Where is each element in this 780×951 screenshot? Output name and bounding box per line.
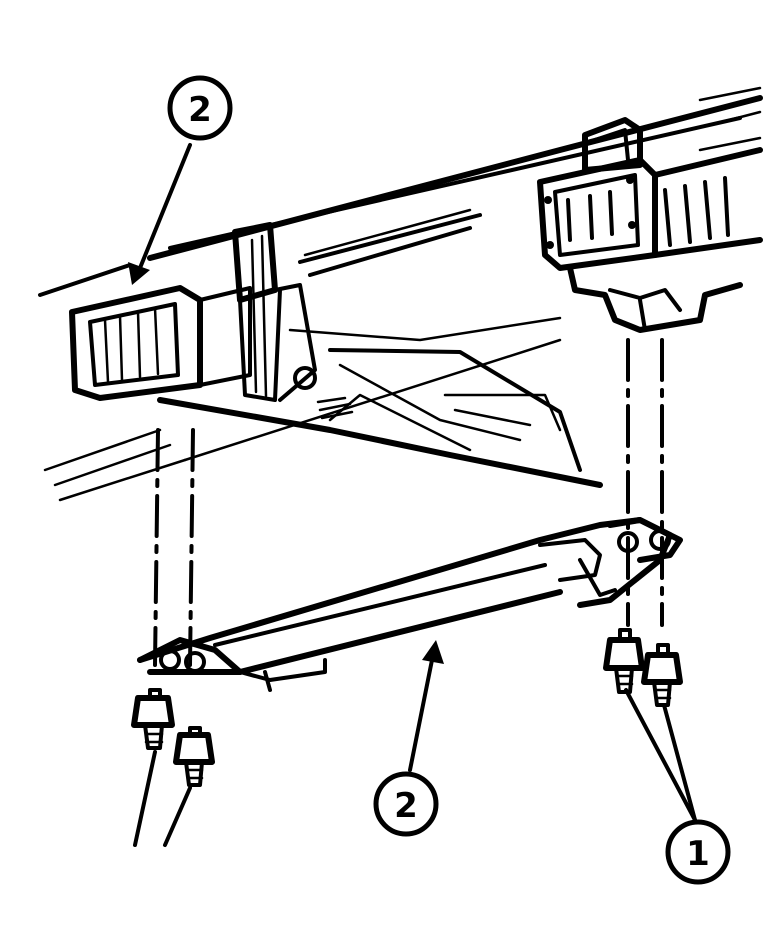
frame-rail <box>38 86 763 502</box>
callout-lower-2: 2 <box>373 771 439 837</box>
bolt-right-1 <box>603 628 645 694</box>
lower-brace <box>137 517 683 692</box>
alignment-lines <box>153 338 664 667</box>
callout-1: 1 <box>665 819 731 885</box>
bolt-left-1 <box>131 688 175 750</box>
bolt-right-2 <box>641 643 683 707</box>
leader-lines <box>128 143 697 847</box>
callout-upper-2-label: 2 <box>188 90 212 130</box>
bolt-left-2 <box>173 726 215 787</box>
callout-lower-2-label: 2 <box>394 786 418 826</box>
callout-upper-2: 2 <box>167 75 233 141</box>
callout-1-label: 1 <box>686 834 710 874</box>
